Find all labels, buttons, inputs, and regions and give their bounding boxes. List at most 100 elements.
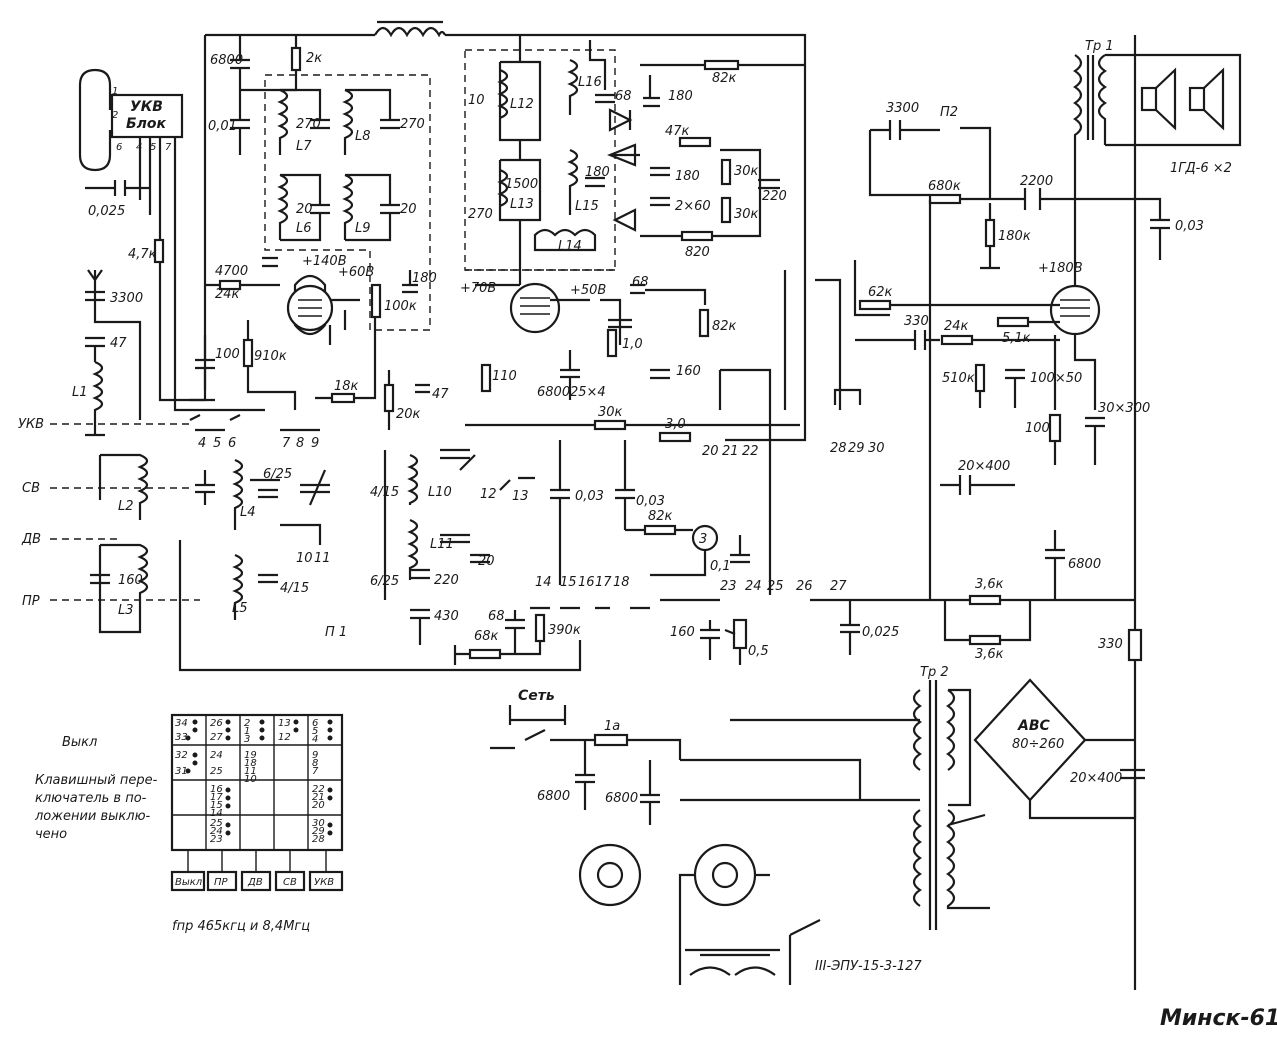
cap-330: 100×50 (1030, 371, 1082, 386)
contact-10: 10 (296, 551, 313, 566)
res-82k-det: 82к (712, 71, 737, 86)
cap-20x400-filter: 6800 (1068, 557, 1101, 572)
legend-caption-4: чено (35, 827, 67, 842)
cap-6-25-l11: 6/25 (370, 574, 399, 589)
svg-text:32: 32 (175, 750, 188, 761)
cap-10: 1500 (505, 177, 538, 192)
motor-label: III-ЭПУ-15-3-127 (815, 959, 922, 974)
key-pr: ПР (214, 877, 229, 888)
input-pr: ПР (22, 594, 40, 609)
res-390k: 390к (548, 623, 581, 638)
svg-text:13: 13 (278, 718, 291, 729)
legend-keys: Выкл ПР ДВ СВ УКВ (170, 850, 344, 892)
res-20k: 20к (396, 407, 421, 422)
contact-22: 22 (742, 444, 759, 459)
res-18k: 18к (334, 379, 359, 394)
ukv-block-line1: УКВ (130, 99, 163, 115)
key-ukv: УКВ (314, 877, 334, 888)
cap-4-15-l10: 4/15 (370, 485, 399, 500)
voltage-140: +140В (302, 254, 347, 269)
res-51k: 5,1к (1002, 331, 1031, 346)
key-dv: ДВ (247, 877, 263, 888)
cap-160-l3: 160 (118, 573, 143, 588)
svg-text:14: 14 (210, 808, 223, 819)
ukv-pin-7: 7 (165, 142, 172, 153)
cap-4-15-l5: 4/15 (280, 581, 309, 596)
ukv-pin-1: 1 (112, 86, 118, 97)
cap-0025-out: 0,025 (862, 625, 899, 640)
res-330-ps: 330 (1098, 637, 1123, 652)
res-68k: 68к (474, 629, 499, 644)
key-sv: СВ (283, 877, 297, 888)
cap-6800-ps2: 6800 (605, 791, 638, 806)
coil-l16: L16 (578, 75, 602, 90)
svg-text:33: 33 (175, 732, 188, 743)
svg-text:12: 12 (278, 732, 291, 743)
legend-caption-3: ложении выклю- (34, 809, 151, 824)
voltage-60: +60В (338, 265, 374, 280)
contact-15: 15 (560, 575, 577, 590)
contact-29: 29 (848, 441, 865, 456)
abc-rating: 80÷260 (1012, 737, 1064, 752)
svg-text:22: 22 (312, 784, 325, 795)
pilot-lamp: 3 (699, 532, 707, 547)
ukv-pin-6: 6 (116, 142, 122, 153)
contact-23: 23 (720, 579, 737, 594)
contact-6: 6 (228, 436, 236, 451)
legend-off-title: Выкл (62, 735, 97, 750)
contact-12: 12 (480, 487, 497, 502)
contact-7: 7 (282, 436, 291, 451)
svg-text:20: 20 (312, 800, 325, 811)
switch-legend: Выкл Клавишный пере- ключатель в по- лож… (34, 713, 344, 934)
coil-l14: L14 (558, 239, 582, 254)
contact-30: 30 (868, 441, 885, 456)
cap-160-sw: 160 (670, 625, 695, 640)
tr2-label: Тр 2 (920, 665, 949, 680)
if-frequency-note: fпр 465кгц и 8,4Мгц (172, 919, 310, 934)
audio-output: 3300 П2 680к 2200 180к 0,03 62к 330 24к … (855, 101, 1204, 662)
cap-180-det3: 2×60 (675, 199, 711, 214)
res-47k-det: 47к (665, 124, 690, 139)
coil-l7: L7 (296, 139, 312, 154)
stage1-wiring: 6800 2к 0,01 270 L7 20 L6 L8 270 L9 20 4… (195, 35, 449, 430)
switch-rf-section: 4 5 6 7 8 9 L4 6/25 L5 4/15 10 11 П 1 4/… (189, 414, 535, 645)
contact-20: 20 (702, 444, 719, 459)
svg-text:29: 29 (312, 826, 325, 837)
model-title: Минск-61 (1160, 1006, 1277, 1031)
cap-47-stage1: 47 (432, 387, 449, 402)
res-820: 820 (685, 245, 710, 260)
coil-l9: L9 (355, 221, 371, 236)
coil-l5: L5 (232, 601, 248, 616)
tube-3: +180В (1038, 261, 1101, 336)
cap-100x50: 30×300 (1098, 401, 1150, 416)
contact-8: 8 (296, 436, 304, 451)
svg-text:16: 16 (210, 784, 223, 795)
contact-18: 18 (613, 575, 630, 590)
tr1-label: Тр 1 (1085, 39, 1114, 54)
svg-text:31: 31 (175, 766, 188, 777)
fuse-label: 1а (604, 719, 620, 734)
contact-26: 26 (796, 579, 813, 594)
tube-1: +140В +60В (286, 254, 374, 336)
cap-430: 430 (434, 609, 459, 624)
res-82k-pilot: 82к (648, 509, 673, 524)
cap-47-ant: 47 (110, 336, 127, 351)
svg-text:24: 24 (210, 826, 223, 837)
cap-270-l16: 68 (615, 89, 632, 104)
svg-text:3: 3 (244, 734, 250, 745)
legend-caption-2: ключатель в по- (35, 791, 147, 806)
coil-l10: L10 (428, 485, 452, 500)
res-1-0: 1,0 (622, 337, 643, 352)
ukv-block: УКВ Блок 1 2 6 4 5 7 0,025 4,7к (78, 68, 265, 412)
res-30k: 30к (598, 405, 623, 420)
res-2k: 2к (306, 51, 322, 66)
svg-text:11: 11 (244, 766, 257, 777)
input-ukv: УКВ (18, 417, 44, 432)
cap-2x60: 220 (762, 189, 787, 204)
res-82k-stage2: 82к (712, 319, 737, 334)
res-30k-det1: 30к (734, 164, 759, 179)
res-510k: 510к (942, 371, 975, 386)
cap-6800-ps1: 6800 (537, 789, 570, 804)
svg-text:27: 27 (210, 732, 223, 743)
